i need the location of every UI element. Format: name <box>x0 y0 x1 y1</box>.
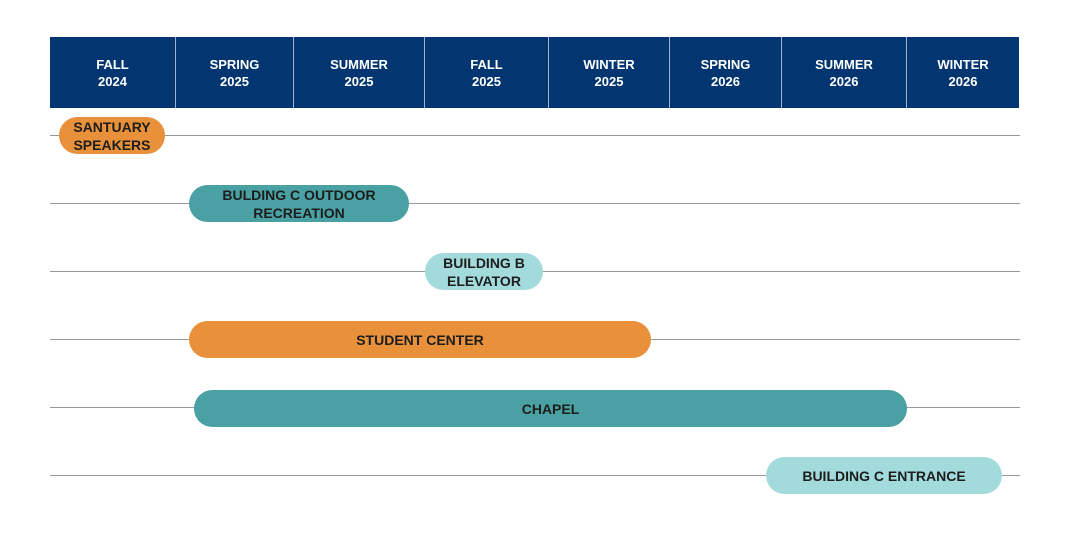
header-col-winter-2025: WINTER 2025 <box>549 37 670 108</box>
row-line <box>50 475 1020 476</box>
task-label: CHAPEL <box>521 400 580 417</box>
task-bar-building-c-outdoor-recreation: BULDING C OUTDOOR RECREATION <box>189 185 409 222</box>
year-label: 2025 <box>344 73 374 89</box>
header-col-summer-2026: SUMMER 2026 <box>782 37 907 108</box>
season-label: SUMMER <box>330 56 388 72</box>
task-bar-building-c-entrance: BUILDING C ENTRANCE <box>766 457 1002 494</box>
task-label: RECREATION <box>253 204 345 221</box>
year-label: 2026 <box>948 73 978 89</box>
header-col-fall-2025: FALL 2025 <box>425 37 549 108</box>
season-label: FALL <box>470 56 503 72</box>
season-label: SUMMER <box>815 56 873 72</box>
task-label: STUDENT CENTER <box>356 331 484 348</box>
task-label: BUILDING C ENTRANCE <box>802 467 966 484</box>
task-label: BULDING C OUTDOOR <box>222 186 376 203</box>
row-line <box>50 203 1020 204</box>
task-bar-chapel: CHAPEL <box>194 390 907 427</box>
season-label: FALL <box>96 56 129 72</box>
task-label: SPEAKERS <box>73 136 151 153</box>
year-label: 2024 <box>98 73 127 89</box>
timeline-header: FALL 2024 SPRING 2025 SUMMER 2025 FALL 2… <box>50 37 1019 108</box>
year-label: 2026 <box>711 73 740 89</box>
header-col-fall-2024: FALL 2024 <box>50 37 176 108</box>
header-col-spring-2025: SPRING 2025 <box>176 37 294 108</box>
task-bar-student-center: STUDENT CENTER <box>189 321 651 358</box>
header-col-summer-2025: SUMMER 2025 <box>294 37 425 108</box>
season-label: SPRING <box>209 56 260 72</box>
task-label: ELEVATOR <box>447 272 521 289</box>
header-col-winter-2026: WINTER 2026 <box>907 37 1019 108</box>
year-label: 2025 <box>472 73 501 89</box>
season-label: SPRING <box>700 56 751 72</box>
task-label: SANTUARY <box>73 118 151 135</box>
task-label: BUILDING B <box>443 254 525 271</box>
header-col-spring-2026: SPRING 2026 <box>670 37 782 108</box>
year-label: 2026 <box>829 73 859 89</box>
year-label: 2025 <box>220 73 249 89</box>
task-bar-santuary-speakers: SANTUARY SPEAKERS <box>59 117 165 154</box>
season-label: WINTER <box>583 56 635 72</box>
season-label: WINTER <box>937 56 989 72</box>
row-line <box>50 135 1020 136</box>
task-bar-building-b-elevator: BUILDING B ELEVATOR <box>425 253 543 290</box>
year-label: 2025 <box>594 73 624 89</box>
